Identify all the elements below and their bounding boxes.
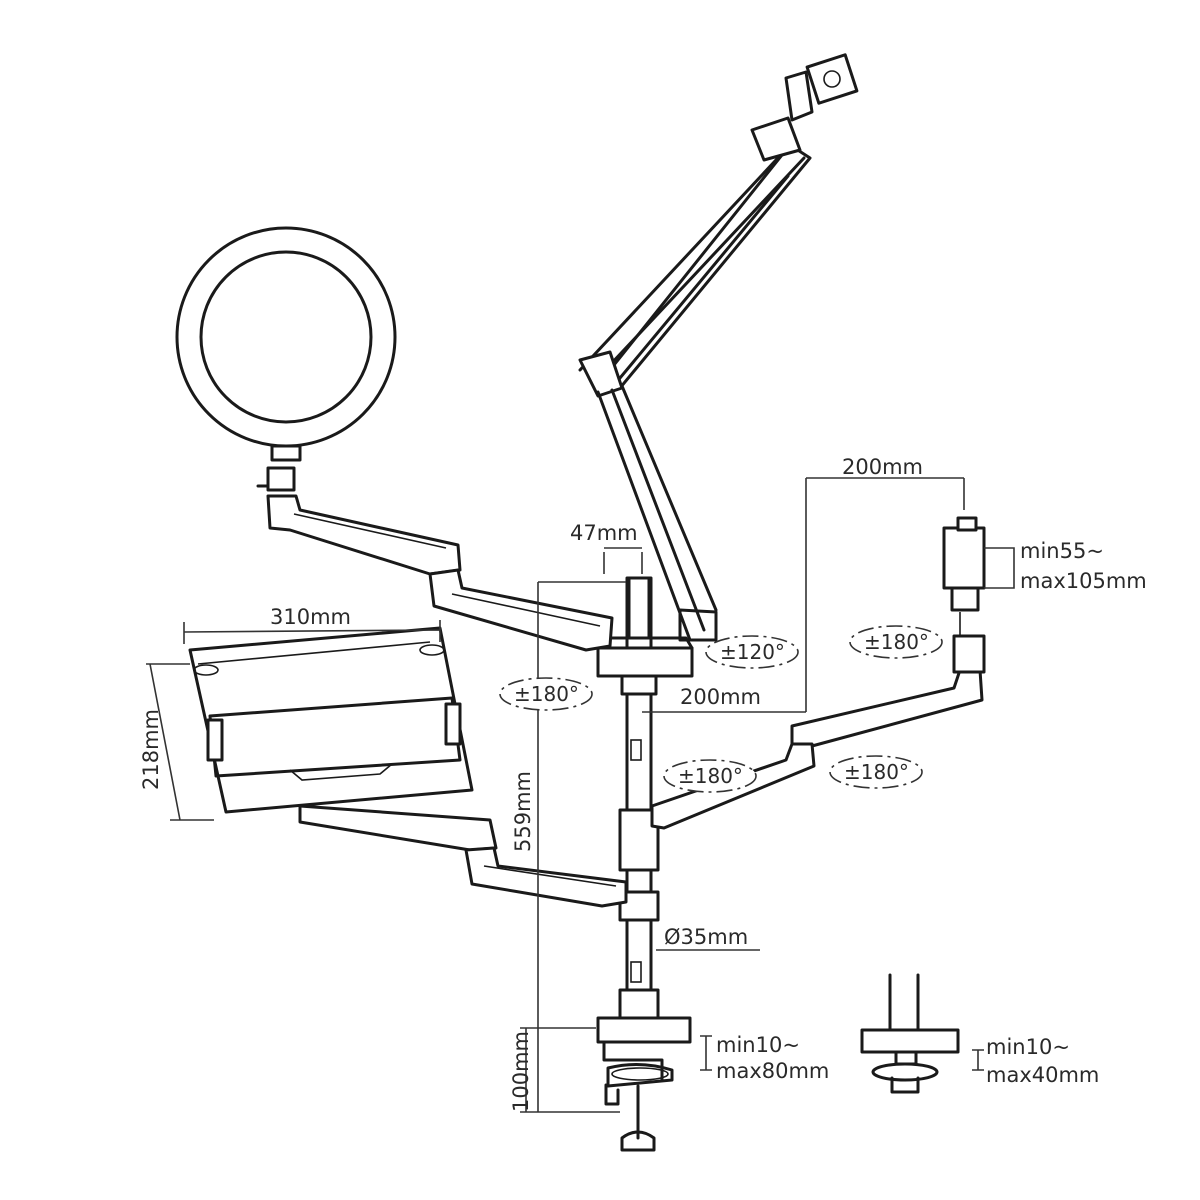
grommet-min-label: min10~ xyxy=(986,1035,1070,1059)
central-pole xyxy=(618,576,660,1024)
camera-arm-reach-label: 200mm xyxy=(842,455,923,479)
pole-diameter-label: Ø35mm xyxy=(664,925,748,949)
base-height-label: 100mm xyxy=(509,1031,533,1112)
ring-arm-depth-label: 47mm xyxy=(570,521,638,545)
top-hub xyxy=(596,576,694,678)
laptop-tray-depth-label: 218mm xyxy=(139,709,163,790)
rotation-badges xyxy=(499,625,943,793)
ring-light-arm xyxy=(266,494,614,652)
boom-arm xyxy=(578,53,859,642)
laptop-tray-width-label: 310mm xyxy=(270,605,351,629)
clamp-min-label: min10~ xyxy=(716,1033,800,1057)
laptop-arm-rotation-label: ±180° xyxy=(678,764,743,788)
dimension-lines xyxy=(146,477,1015,1113)
grommet-base xyxy=(860,973,960,1094)
phone-holder-rotation-label: ±180° xyxy=(864,630,929,654)
phone-arm-joint-rotation-label: ±180° xyxy=(844,760,909,784)
phone-arm-reach-label: 200mm xyxy=(680,685,761,709)
ring-arm-rotation-label: ±180° xyxy=(514,682,579,706)
phone-clamp-max-label: max105mm xyxy=(1020,569,1147,593)
clamp-max-label: max80mm xyxy=(716,1059,829,1083)
laptop-tray xyxy=(188,626,474,814)
grommet-max-label: max40mm xyxy=(986,1063,1099,1087)
laptop-tray-arm xyxy=(298,804,628,908)
pole-height-label: 559mm xyxy=(511,771,535,852)
boom-arm-rotation-label: ±120° xyxy=(720,640,785,664)
desk-clamp xyxy=(596,1016,692,1152)
phone-clamp-min-label: min55~ xyxy=(1020,539,1104,563)
ring-light xyxy=(175,226,397,492)
